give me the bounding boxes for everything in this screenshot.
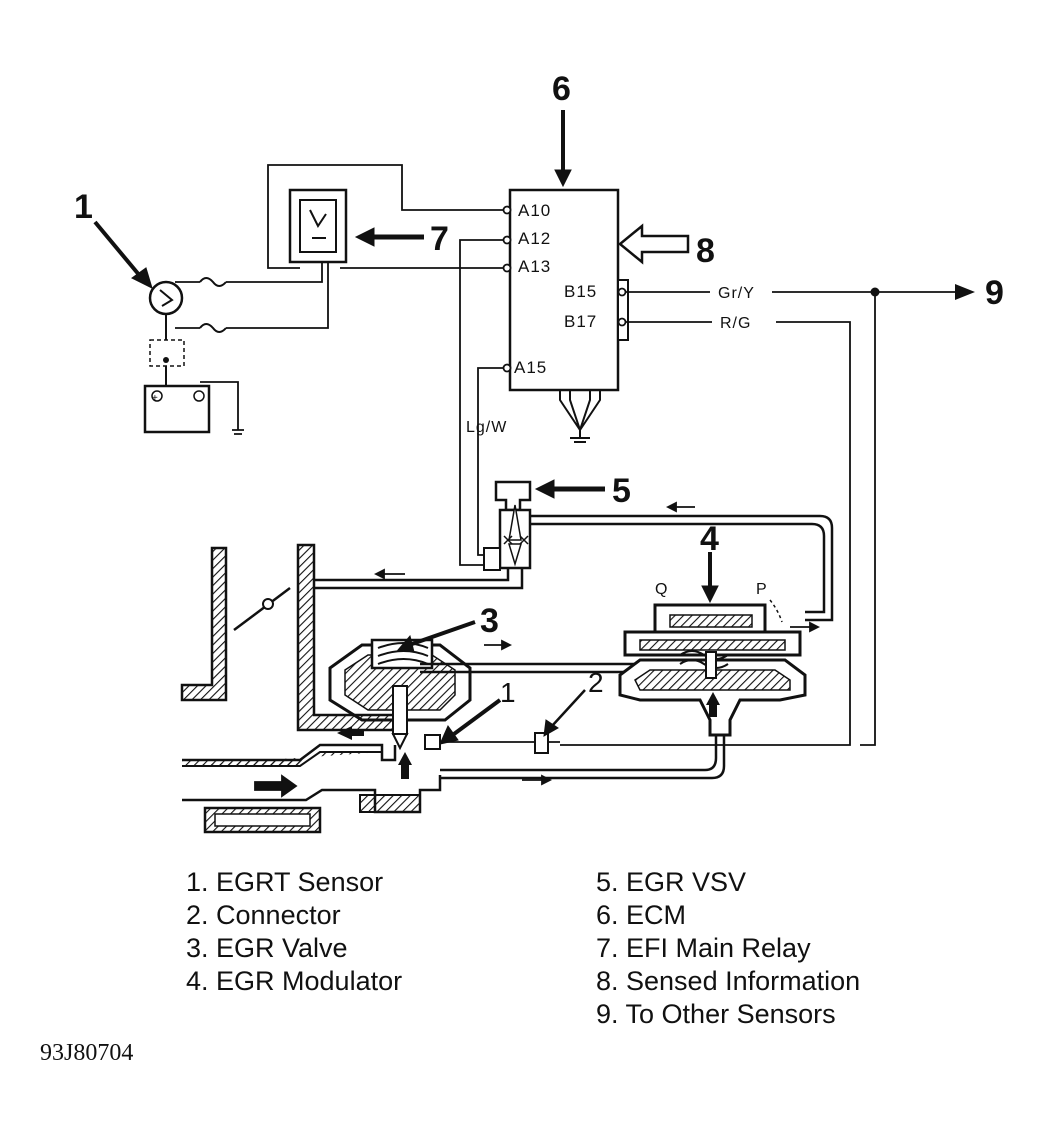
flow-arrows	[254, 501, 821, 798]
legend-item: 1. EGRT Sensor	[186, 867, 384, 897]
connector-icon	[534, 732, 549, 754]
legend-item: 4. EGR Modulator	[186, 966, 403, 996]
egr-valve	[328, 638, 640, 779]
callout-6: 6	[552, 70, 571, 108]
callout-4: 4	[700, 520, 719, 558]
wire-code-gr-y: Gr/Y	[718, 285, 755, 302]
wiring	[175, 164, 955, 746]
callout-1: 1	[500, 677, 516, 708]
ignition-switch-icon	[148, 280, 185, 386]
legend-item: 8. Sensed Information	[596, 966, 861, 996]
egr-modulator	[618, 599, 807, 737]
efi-main-relay	[288, 188, 348, 264]
callout-arrows	[93, 110, 719, 745]
sensed-information-arrow-icon	[618, 223, 690, 265]
callout-2: 2	[588, 667, 604, 698]
callout-1-electrical: 1	[74, 188, 93, 226]
wire-code-lg-w: Lg/W	[466, 419, 507, 436]
svg-text:+: +	[152, 393, 158, 404]
ecm-pin-b17: B17	[564, 312, 597, 331]
callout-7: 7	[430, 220, 449, 258]
exhaust-pipe	[182, 743, 442, 834]
junction-dot	[870, 287, 880, 297]
port-label-q: Q	[655, 581, 668, 598]
port-label-p: P	[756, 581, 768, 598]
legend-item: 7. EFI Main Relay	[596, 933, 811, 963]
ecm-pin-a15: A15	[514, 358, 547, 377]
legend-item: 3. EGR Valve	[186, 933, 348, 963]
legend-left: 1. EGRT Sensor 2. Connector 3. EGR Valve…	[186, 866, 402, 998]
figure-code: 93J80704	[40, 1040, 134, 1066]
fuse-icon	[199, 277, 227, 333]
wire-code-r-g: R/G	[720, 315, 751, 332]
legend-item: 2. Connector	[186, 900, 341, 930]
arrow-to-other-sensors-icon	[955, 284, 975, 300]
vacuum-hoses	[314, 514, 834, 780]
legend-item: 9. To Other Sensors	[596, 999, 836, 1029]
battery-icon: +	[143, 384, 211, 434]
legend-right: 5. EGR VSV 6. ECM 7. EFI Main Relay 8. S…	[596, 866, 860, 1031]
callout-3: 3	[480, 602, 499, 640]
ecm-pin-a13: A13	[518, 257, 551, 276]
ecm-unit: A10 A12 A13 A15 B15 B17	[502, 188, 629, 443]
ecm-pin-b15: B15	[564, 282, 597, 301]
callout-9: 9	[985, 274, 1004, 312]
ecm-pin-a10: A10	[518, 201, 551, 220]
ecm-pin-a12: A12	[518, 229, 551, 248]
egrt-sensor	[424, 734, 441, 750]
legend-item: 6. ECM	[596, 900, 687, 930]
egr-system-diagram: A10 A12 A13 A15 B15 B17	[74, 70, 1004, 834]
egr-vsv	[483, 480, 532, 571]
callout-5: 5	[612, 472, 631, 510]
callout-8: 8	[696, 232, 715, 270]
legend-item: 5. EGR VSV	[596, 867, 747, 897]
